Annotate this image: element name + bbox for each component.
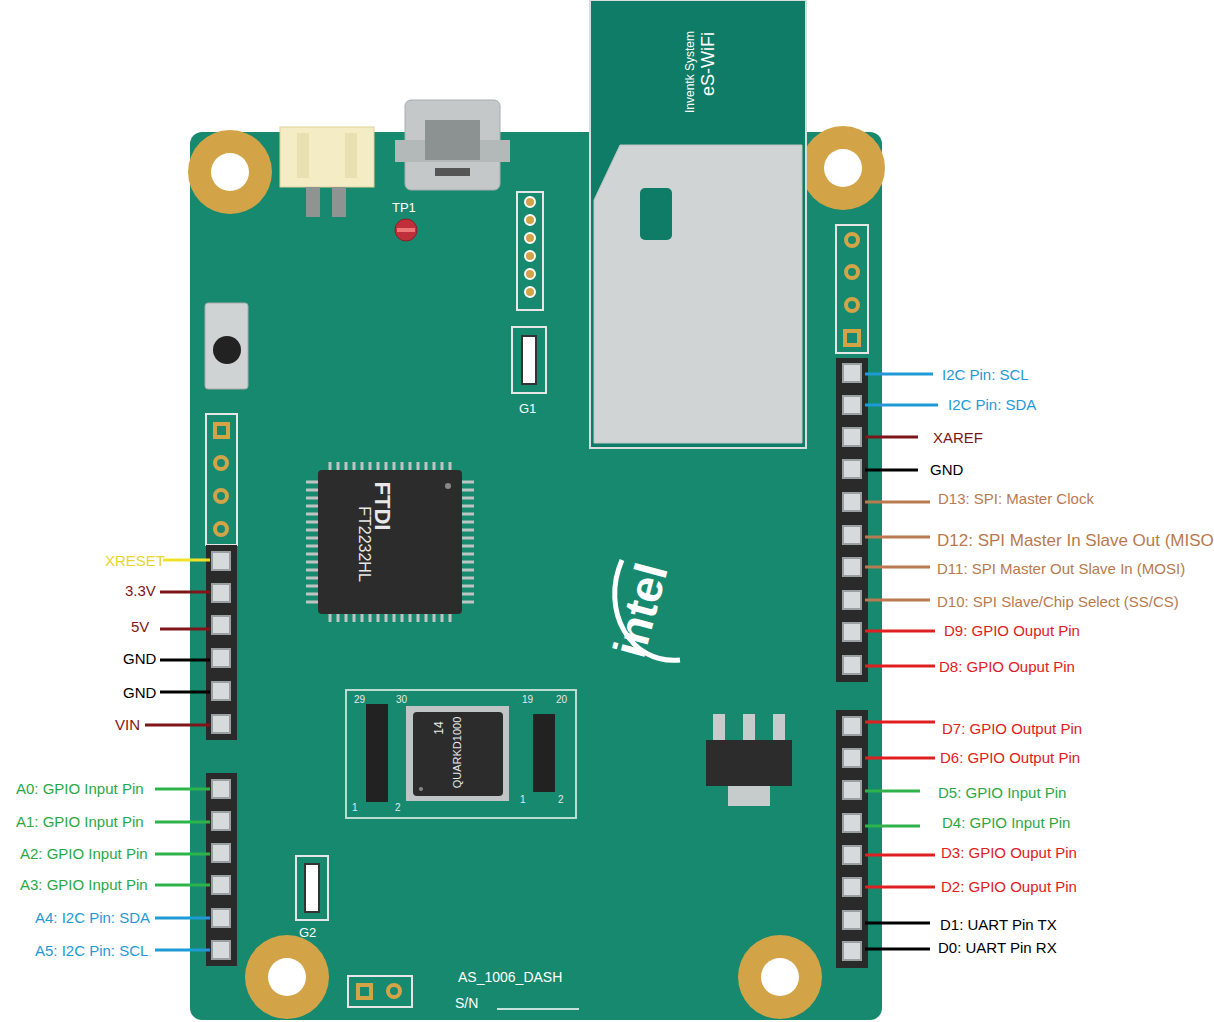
pin-number: 29	[354, 695, 365, 705]
reset-button	[205, 303, 248, 389]
pin-label: 3.3V	[125, 583, 156, 598]
chip-marking: 14	[432, 721, 444, 734]
pin-label: I2C Pin: SCL	[942, 367, 1029, 382]
ftdi-chip	[318, 470, 462, 614]
pin-label: I2C Pin: SDA	[948, 397, 1036, 412]
pin-label: A2: GPIO Input Pin	[20, 846, 148, 861]
pin-label: 5V	[131, 619, 149, 634]
jumper	[512, 327, 546, 393]
module-marking: eS-WiFi	[699, 32, 717, 96]
wifi-module	[590, 0, 806, 448]
pin-label: GND	[123, 651, 156, 666]
pin-label: D11: SPI Master Out Slave In (MOSI)	[937, 561, 1185, 576]
chip-marking: FT2232HL	[356, 506, 372, 582]
pin-label: D4: GPIO Input Pin	[942, 815, 1070, 830]
test-point	[395, 219, 417, 241]
battery-connector	[280, 127, 374, 187]
pin-label: A1: GPIO Input Pin	[16, 814, 144, 829]
quark-chip	[413, 712, 503, 796]
pin-label: D6: GPIO Output Pin	[940, 750, 1080, 765]
board-name: S/N	[455, 996, 478, 1010]
pin-label: A0: GPIO Input Pin	[16, 781, 144, 796]
pin-headers	[206, 358, 868, 968]
leader-lines	[145, 374, 938, 950]
rf-shield	[594, 145, 802, 443]
quark-module	[346, 690, 576, 818]
pin-number: 1	[352, 803, 358, 813]
pin-label: VIN	[115, 717, 140, 732]
pin-number: 19	[522, 695, 533, 705]
pin-label: A5: I2C Pin: SCL	[35, 943, 148, 958]
pin-label: D10: SPI Slave/Chip Select (SS/CS)	[937, 594, 1179, 609]
pin-number: 30	[396, 695, 407, 705]
pin-label: D5: GPIO Input Pin	[938, 785, 1066, 800]
jumper	[296, 856, 328, 920]
pin-number: 2	[395, 803, 401, 813]
pin-label: D13: SPI: Master Clock	[938, 491, 1094, 506]
pin-label: GND	[123, 685, 156, 700]
pin-label: D3: GPIO Ouput Pin	[941, 845, 1077, 860]
mounting-holes	[188, 126, 885, 1019]
part-name: G2	[299, 926, 316, 939]
module-marking: Inventk System	[684, 31, 696, 113]
pin-label: D8: GPIO Ouput Pin	[939, 659, 1075, 674]
pin-label: D12: SPI Master In Slave Out (MISO)	[937, 532, 1214, 549]
pin-label: D7: GPIO Output Pin	[942, 721, 1082, 736]
pin-label: D2: GPIO Ouput Pin	[941, 879, 1077, 894]
chip-pins	[306, 462, 474, 622]
part-name: TP1	[392, 201, 416, 214]
circuit-board	[190, 132, 882, 1020]
pin-number: 2	[558, 795, 564, 805]
pin-label: A3: GPIO Input Pin	[20, 877, 148, 892]
chip-marking: QUARKD1000	[452, 716, 463, 788]
pin-label: XAREF	[933, 430, 983, 445]
pin-label: D9: GPIO Ouput Pin	[944, 623, 1080, 638]
pin-label: XRESET	[105, 553, 165, 568]
pin-label: D1: UART Pin TX	[940, 917, 1057, 932]
board-name: AS_1006_DASH	[458, 970, 562, 984]
pin-number: 20	[556, 695, 567, 705]
chip-marking: FTDI	[371, 482, 393, 531]
part-name: G1	[519, 402, 536, 415]
voltage-regulator	[706, 740, 792, 786]
pin-label: A4: I2C Pin: SDA	[35, 910, 150, 925]
pin-number: 1	[520, 795, 526, 805]
pin-label: GND	[930, 462, 963, 477]
pin-label: D0: UART Pin RX	[938, 940, 1057, 955]
